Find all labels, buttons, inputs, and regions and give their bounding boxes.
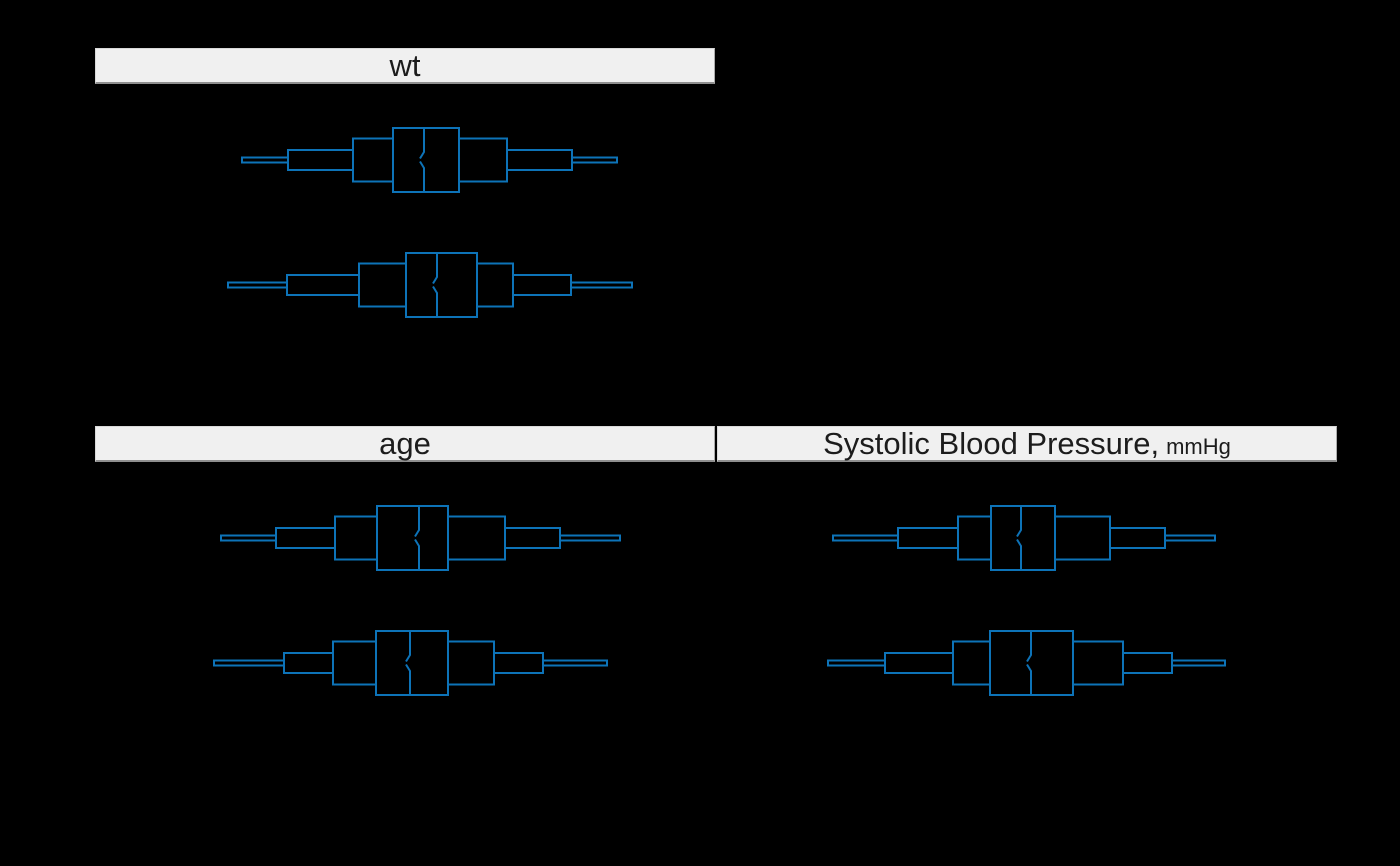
- extended-boxplot-glyph: [213, 630, 608, 696]
- quantile-box-right-wing: [1054, 515, 1111, 561]
- quantile-box-right-wing: [447, 640, 495, 686]
- quantile-box-left-wing: [275, 527, 336, 549]
- quantile-box-right-wing: [1164, 534, 1216, 542]
- median-notch-line-upper: [405, 631, 411, 663]
- median-notch-line-lower: [419, 160, 425, 192]
- median-notch-line-upper: [1026, 631, 1032, 663]
- quantile-box: [405, 252, 478, 318]
- quantile-box: [375, 630, 449, 696]
- median-notch-line-lower: [1026, 663, 1032, 695]
- median-notch-line-lower: [405, 663, 411, 695]
- facet-strip-systolic-blood-pressure: Systolic Blood Pressure,mmHg: [717, 426, 1337, 462]
- quantile-box-left-wing: [334, 515, 378, 561]
- quantile-box-left-wing: [283, 652, 334, 674]
- facet-strip-age: age: [95, 426, 715, 462]
- quantile-box-right-wing: [571, 156, 618, 164]
- facet-strip-sbp-unit: mmHg: [1166, 434, 1231, 459]
- quantile-box-left-wing: [957, 515, 992, 561]
- quantile-box-right-wing: [1122, 652, 1173, 674]
- extended-boxplot-glyph: [227, 252, 633, 318]
- facet-strip-wt-label: wt: [389, 48, 421, 83]
- median-notch-line-lower: [1016, 538, 1022, 570]
- median-notch-line-lower: [414, 538, 420, 570]
- quantile-box-left-wing: [332, 640, 377, 686]
- quantile-box: [376, 505, 449, 571]
- quantile-box-left-wing: [213, 659, 285, 667]
- quantile-box-right-wing: [1072, 640, 1124, 686]
- quantile-box-right-wing: [1171, 659, 1226, 667]
- median-notch-line-upper: [414, 506, 420, 538]
- quantile-box-left-wing: [897, 527, 959, 549]
- quantile-box-left-wing: [827, 659, 886, 667]
- quantile-box-right-wing: [512, 274, 572, 296]
- quantile-box-right-wing: [559, 534, 621, 542]
- facet-strip-wt: wt: [95, 48, 715, 84]
- facet-strip-sbp-label: Systolic Blood Pressure,: [823, 426, 1160, 461]
- extended-boxplot-glyph: [827, 630, 1226, 696]
- quantile-box-right-wing: [570, 281, 633, 289]
- quantile-box-left-wing: [241, 156, 289, 164]
- extended-boxplot-glyph: [220, 505, 621, 571]
- quantile-box-left-wing: [220, 534, 277, 542]
- quantile-box-right-wing: [542, 659, 608, 667]
- quantile-box-left-wing: [358, 262, 407, 308]
- quantile-box-left-wing: [884, 652, 954, 674]
- quantile-box-left-wing: [952, 640, 991, 686]
- quantile-box-left-wing: [227, 281, 288, 289]
- quantile-box-left-wing: [286, 274, 360, 296]
- quantile-box-right-wing: [476, 262, 514, 308]
- quantile-box-right-wing: [493, 652, 544, 674]
- median-notch-line-upper: [1016, 506, 1022, 538]
- quantile-box-left-wing: [287, 149, 354, 171]
- extended-boxplot-glyph: [832, 505, 1216, 571]
- median-notch-line-upper: [419, 128, 425, 160]
- quantile-box-right-wing: [447, 515, 506, 561]
- quantile-box-left-wing: [832, 534, 899, 542]
- facet-strip-age-label: age: [379, 426, 431, 461]
- median-notch-line-lower: [432, 285, 438, 317]
- quantile-box-left-wing: [352, 137, 394, 183]
- quantile-box: [990, 505, 1056, 571]
- quantile-box: [392, 127, 460, 193]
- quantile-box-right-wing: [504, 527, 561, 549]
- quantile-box-right-wing: [506, 149, 573, 171]
- median-notch-line-upper: [432, 253, 438, 285]
- quantile-box-right-wing: [458, 137, 508, 183]
- extended-boxplot-glyph: [241, 127, 618, 193]
- quantile-box-right-wing: [1109, 527, 1166, 549]
